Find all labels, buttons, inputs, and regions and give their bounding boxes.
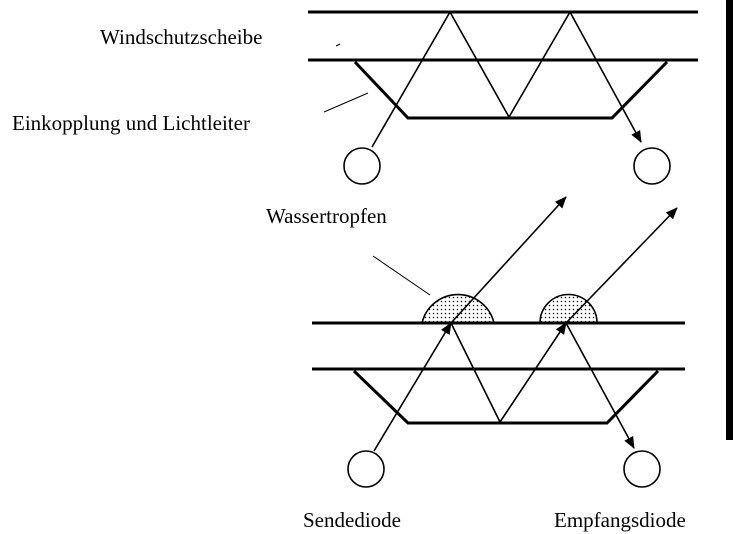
label-windshield: Windschutzscheibe [100,25,262,49]
leader-droplets [372,255,431,296]
light-ray-bottom-escape-2 [565,207,678,324]
water-droplet-1 [420,293,496,324]
light-ray-bottom-reflected [450,322,567,424]
right-edge-panel [726,0,733,440]
sender-diode-top [343,147,381,185]
label-receiver: Empfangsdiode [554,508,686,532]
top-diagram [308,10,698,185]
leader-coupling [323,92,369,113]
light-guide-bottom [352,369,660,425]
water-droplet-2 [539,293,598,324]
light-ray-bottom-in [373,322,452,452]
light-ray-top [371,10,642,148]
bottom-diagram [312,196,685,488]
label-droplets: Wassertropfen [266,204,387,228]
light-guide-top [353,60,669,120]
leader-windshield [335,43,341,47]
receiver-diode-top [633,147,671,185]
receiver-diode-bottom [623,450,661,488]
light-ray-bottom-out [565,322,635,449]
light-ray-bottom-escape-1 [450,196,567,324]
label-coupling: Einkopplung und Lichtleiter [12,111,250,135]
sender-diode-bottom [347,450,385,488]
label-sender: Sendediode [303,508,401,532]
